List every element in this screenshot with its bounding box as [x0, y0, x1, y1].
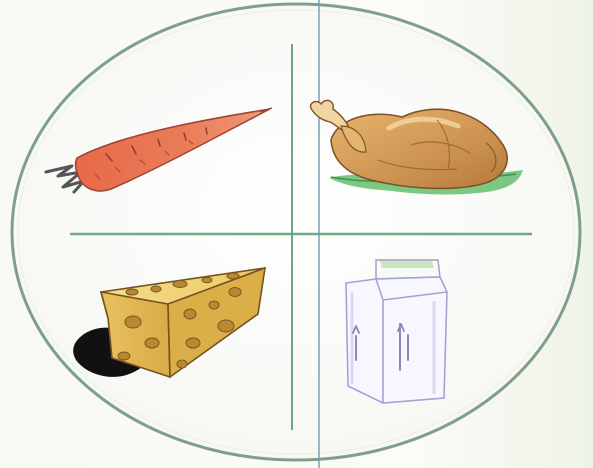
- plate: [12, 4, 580, 460]
- milk-carton-icon: [346, 260, 447, 403]
